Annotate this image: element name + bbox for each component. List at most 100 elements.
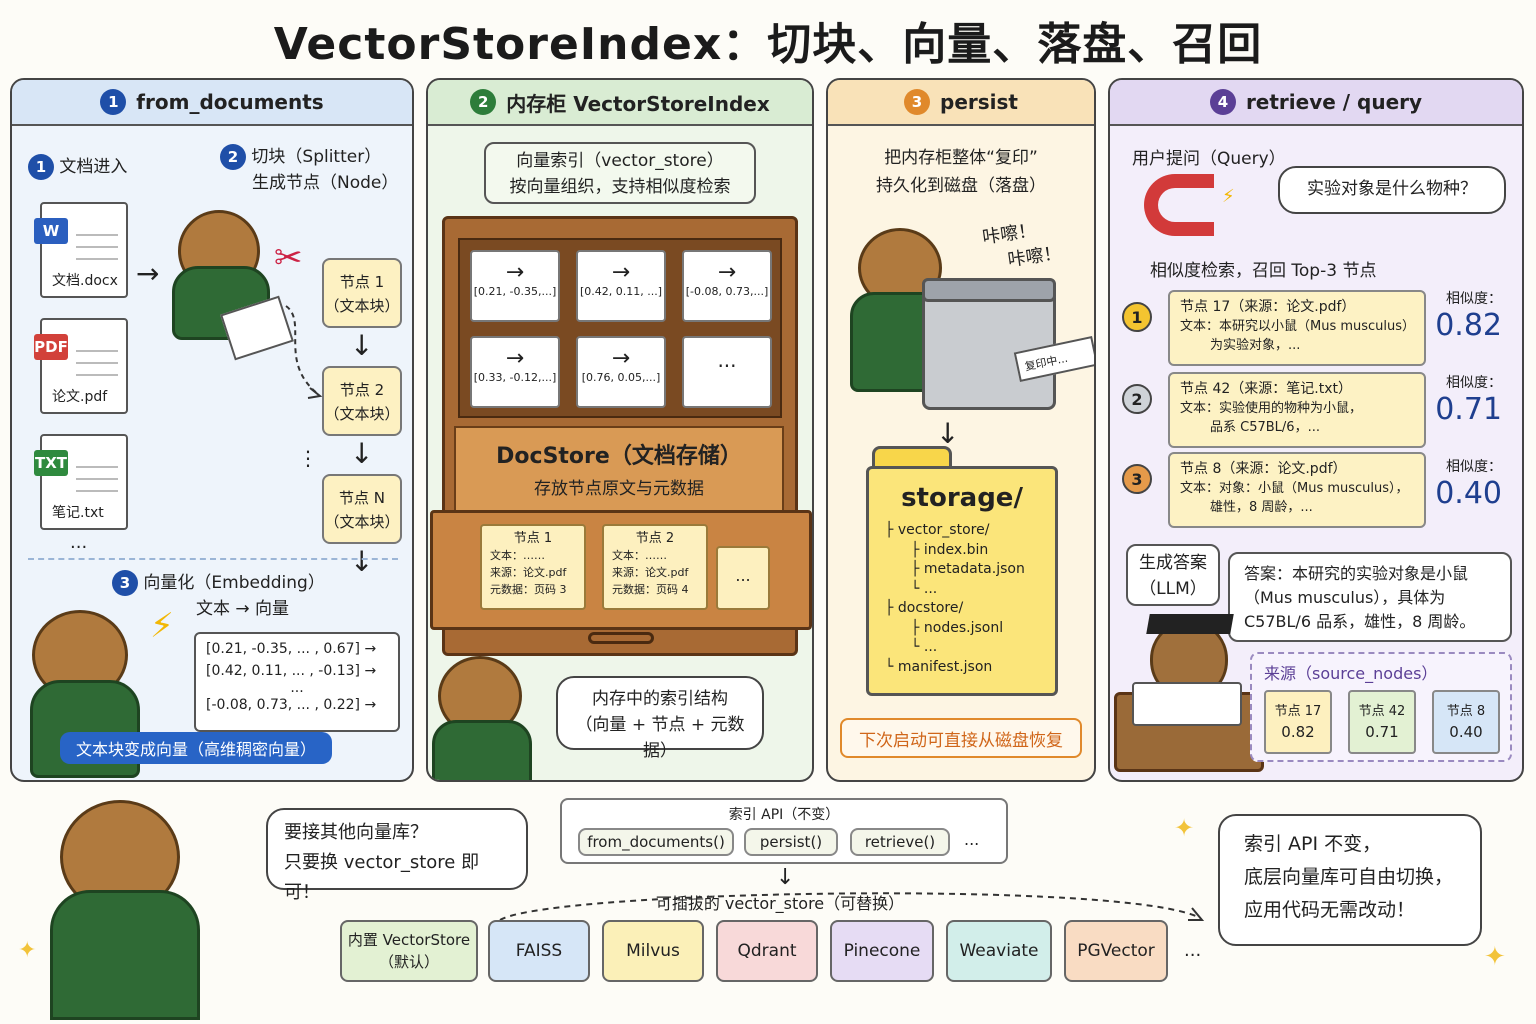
arrow-down-icon: ↓ xyxy=(350,437,374,470)
word-icon: W xyxy=(34,218,68,244)
doc-name: 笔记.txt xyxy=(52,505,104,521)
vector-index-label: 向量索引（vector_store） 按向量组织，支持相似度检索 xyxy=(484,142,756,204)
bubble-line: 要接其他向量库？ xyxy=(284,822,428,843)
panel-header: 3 persist xyxy=(828,80,1094,126)
arrow-down-icon: ↓ xyxy=(776,865,795,890)
lightning-icon: ⚡ xyxy=(150,606,174,646)
doc-name: 论文.pdf xyxy=(52,389,108,405)
drawer-handle xyxy=(588,632,654,644)
bubble-line: 索引 API 不变， xyxy=(1244,833,1382,855)
panel-title: from_documents xyxy=(136,90,324,114)
bubble-line: （向量 + 节点 + 元数据） xyxy=(575,715,745,761)
embedding-caption: 文本块变成向量（高维稠密向量） xyxy=(60,732,332,764)
step-number: 2 xyxy=(220,144,246,170)
step3-label: 向量化（Embedding） xyxy=(143,573,325,593)
doc-icon-pdf: PDF 论文.pdf xyxy=(34,318,128,414)
bubble-line: 应用代码无需改动！ xyxy=(1244,899,1416,921)
search-label: 相似度检索，召回 Top-3 节点 xyxy=(1150,261,1377,281)
api-more: ... xyxy=(964,830,980,849)
swap-arrow-icon xyxy=(499,892,1205,921)
node-record-more: ... xyxy=(716,546,770,610)
store-pinecone: Pinecone xyxy=(830,920,934,982)
panel-vectorstoreindex: 2 内存柜 VectorStoreIndex 向量索引（vector_store… xyxy=(426,78,814,782)
plug-label: 可插拔的 vector_store（可替换） xyxy=(655,894,905,913)
vector-cell: →[0.42, 0.11, ...] xyxy=(576,250,666,322)
arrow-right-icon: → xyxy=(717,260,737,285)
tree-item: ├ index.bin xyxy=(911,541,989,558)
hit-card: 节点 8（来源：论文.pdf） 文本：对象：小鼠（Mus musculus）， … xyxy=(1168,452,1426,528)
llm-label: 生成答案（LLM） xyxy=(1126,544,1220,606)
tree-item: ├ docstore/ xyxy=(885,600,964,616)
summary-bubble: 索引 API 不变， 底层向量库可自由切换， 应用代码无需改动！ xyxy=(1218,814,1482,946)
arrow-right-icon: → xyxy=(505,346,525,371)
vector-row: [0.42, 0.11, ... , -0.13] → xyxy=(206,663,377,679)
description-line: 持久化到磁盘（落盘） xyxy=(876,176,1046,196)
store-weaviate: Weaviate xyxy=(946,920,1052,982)
arrow-down-icon: ↓ xyxy=(936,417,960,450)
arrow-right-icon: → xyxy=(611,260,631,285)
arrow-right-icon: → xyxy=(136,257,160,290)
sparkle-icon: ✦ xyxy=(18,938,37,963)
step-number: 4 xyxy=(1209,89,1236,115)
doc-icon-txt: TXT 笔记.txt xyxy=(34,434,128,530)
api-label: 索引 API（不变） xyxy=(728,807,840,823)
restore-note: 下次启动可直接从磁盘恢复 xyxy=(840,718,1082,758)
arrow-down-icon: ↓ xyxy=(350,329,374,362)
magnet-icon xyxy=(1144,174,1214,236)
bubble-line: 内存中的索引结构 xyxy=(592,689,728,709)
step-number: 1 xyxy=(28,154,54,180)
spark-icon: ⚡ xyxy=(1222,186,1235,207)
doc-icon-docx: W 文档.docx xyxy=(34,202,128,298)
vector-cell: →[0.76, 0.05,...] xyxy=(576,336,666,408)
bronze-medal-icon: 3 xyxy=(1122,464,1152,494)
vector-cell: →[-0.08, 0.73,...] xyxy=(682,250,772,322)
file-tree: ├ vector_store/ ├ index.bin ├ metadata.j… xyxy=(869,513,1055,677)
store-milvus: Milvus xyxy=(602,920,704,982)
tree-item: ├ metadata.json xyxy=(911,561,1025,577)
bubble-line: 底层向量库可自由切换， xyxy=(1244,866,1454,888)
folder-name: storage/ xyxy=(901,483,1023,513)
stores-more: ... xyxy=(1184,940,1202,961)
graduation-cap-icon xyxy=(1146,614,1234,634)
panel-retrieve-query: 4 retrieve / query 用户提问（Query） ⚡ 实验对象是什么… xyxy=(1108,78,1524,782)
vector-cell: →[0.21, -0.35,...] xyxy=(470,250,560,322)
step-number: 1 xyxy=(100,89,127,115)
similarity-score: 0.82 xyxy=(1435,308,1502,343)
vector-cell: ... xyxy=(682,336,772,408)
node-card: 节点 2（文本块） xyxy=(322,366,402,436)
step1-label: 文档进入 xyxy=(59,157,128,177)
txt-icon: TXT xyxy=(34,450,68,476)
speech-bubble: 要接其他向量库？ 只要换 vector_store 即可！ xyxy=(266,808,528,903)
step2-label: 切块（Splitter） xyxy=(251,147,382,167)
similarity-label: 相似度： xyxy=(1446,291,1502,307)
silver-medal-icon: 2 xyxy=(1122,384,1152,414)
query-bubble: 实验对象是什么物种？ xyxy=(1278,166,1506,214)
arrow-down-icon: ↓ xyxy=(350,545,374,578)
panel-header: 4 retrieve / query xyxy=(1110,80,1522,126)
store-qdrant: Qdrant xyxy=(716,920,818,982)
docs-more: ... xyxy=(70,532,88,553)
label-line: 向量索引（vector_store） xyxy=(516,151,724,171)
similarity-score: 0.40 xyxy=(1435,476,1502,511)
bubble-line: 只要换 vector_store 即可！ xyxy=(284,852,480,903)
node-dots: ⋮ xyxy=(298,446,318,470)
tree-item: └ manifest.json xyxy=(885,658,993,675)
hit-card: 节点 17（来源：论文.pdf） 文本：本研究以小鼠（Mus musculus）… xyxy=(1168,290,1426,366)
sources-label: 来源（source_nodes） xyxy=(1264,664,1438,683)
step3-heading: 3 向量化（Embedding） 文本 → 向量 xyxy=(112,570,325,622)
node-card: 节点 N（文本块） xyxy=(322,474,402,544)
step-number: 2 xyxy=(470,89,497,115)
vector-cell: →[0.33, -0.12,...] xyxy=(470,336,560,408)
step3-sublabel: 文本 → 向量 xyxy=(196,599,290,619)
page-title: VectorStoreIndex：切块、向量、落盘、召回 xyxy=(273,19,1263,70)
label-line: 按向量组织，支持相似度检索 xyxy=(509,177,731,197)
vector-row: [0.21, -0.35, ... , 0.67] → xyxy=(206,641,377,657)
similarity-label: 相似度： xyxy=(1446,459,1502,475)
step1-heading: 1 文档进入 xyxy=(28,154,127,180)
arrow-right-icon: → xyxy=(611,346,631,371)
store-pgvector: PGVector xyxy=(1064,920,1168,982)
